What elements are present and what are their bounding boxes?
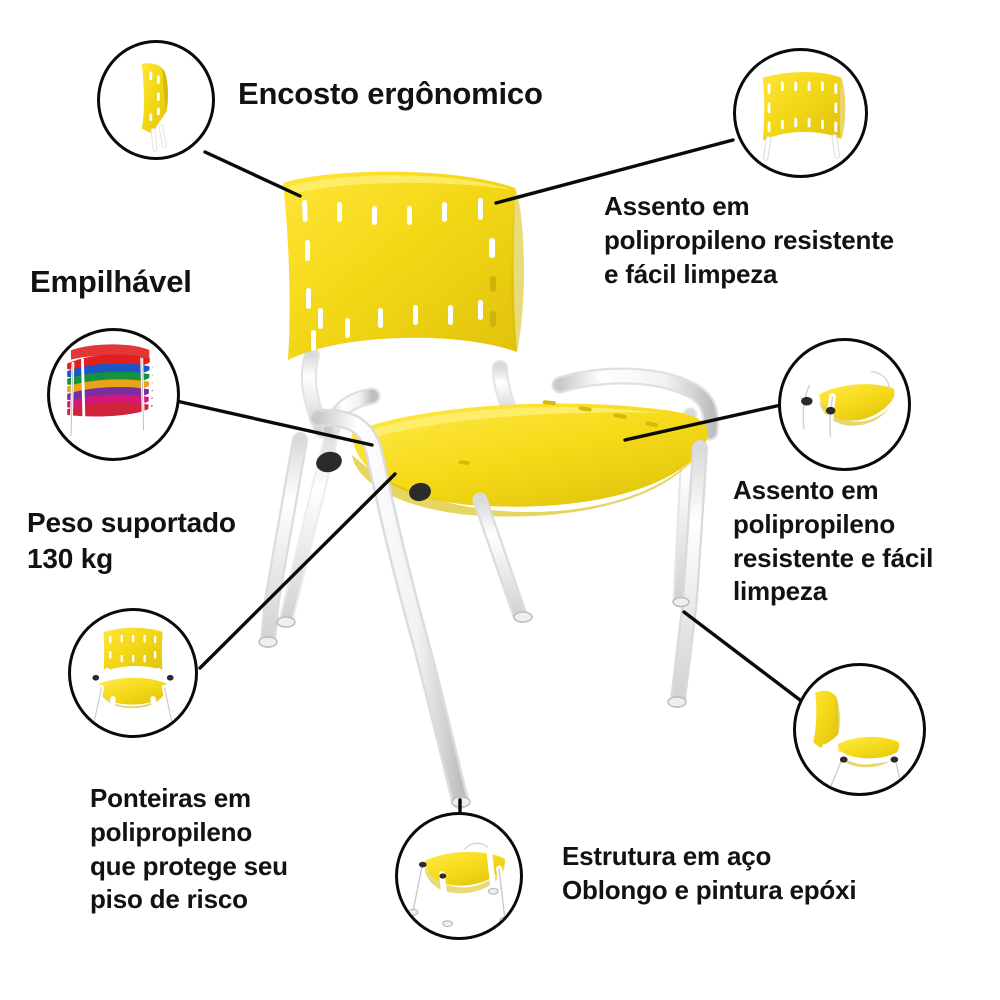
leader-stackable (170, 398, 374, 447)
seat-shell (352, 400, 709, 517)
leader-frame-side (682, 610, 802, 702)
backrest-slots-right (489, 238, 495, 258)
label-assento-polipropileno-top: Assento em polipropileno resistente e fá… (604, 191, 894, 289)
callout-backrest-side[interactable] (97, 40, 215, 160)
chair-front-legs (260, 432, 708, 708)
leader-seat-detail (623, 403, 783, 442)
callout-legs-ponteiras[interactable] (395, 812, 523, 940)
stack-layers (67, 354, 154, 417)
seat-slots (458, 400, 659, 465)
callout-stacked-chairs[interactable] (47, 328, 180, 461)
backrest-slots-bottom (311, 300, 483, 351)
chair-left-frame-tube (309, 408, 469, 809)
backrest-slots-left (305, 240, 311, 309)
callout-backrest-front[interactable] (733, 48, 868, 178)
callout-seat-detail[interactable] (778, 338, 911, 471)
callout-chair-front[interactable] (68, 608, 198, 738)
backrest-support-tubes (300, 347, 520, 438)
backrest-slots-right-edge (490, 276, 496, 327)
label-estrutura-aco: Estrutura em aço Oblongo e pintura epóxi (562, 841, 857, 905)
callout-chair-side[interactable] (793, 663, 926, 796)
chair-side-loops (321, 367, 720, 441)
leader-backrest-side (203, 150, 302, 198)
backrest-shell (283, 171, 524, 360)
label-assento-polipropileno-right: Assento em polipropileno resistente e fá… (733, 475, 934, 607)
backrest-slots-top (302, 198, 483, 225)
label-encosto-ergonomico: Encosto ergônomico (238, 76, 543, 111)
chair-rear-legs (278, 407, 698, 628)
label-ponteiras-polipropileno: Ponteiras em polipropileno que protege s… (90, 783, 288, 915)
floor-glides (258, 596, 690, 808)
label-peso-suportado: Peso suportado 130 kg (27, 507, 236, 575)
label-empilhavel: Empilhável (30, 264, 192, 299)
rubber-bumpers (316, 451, 431, 502)
